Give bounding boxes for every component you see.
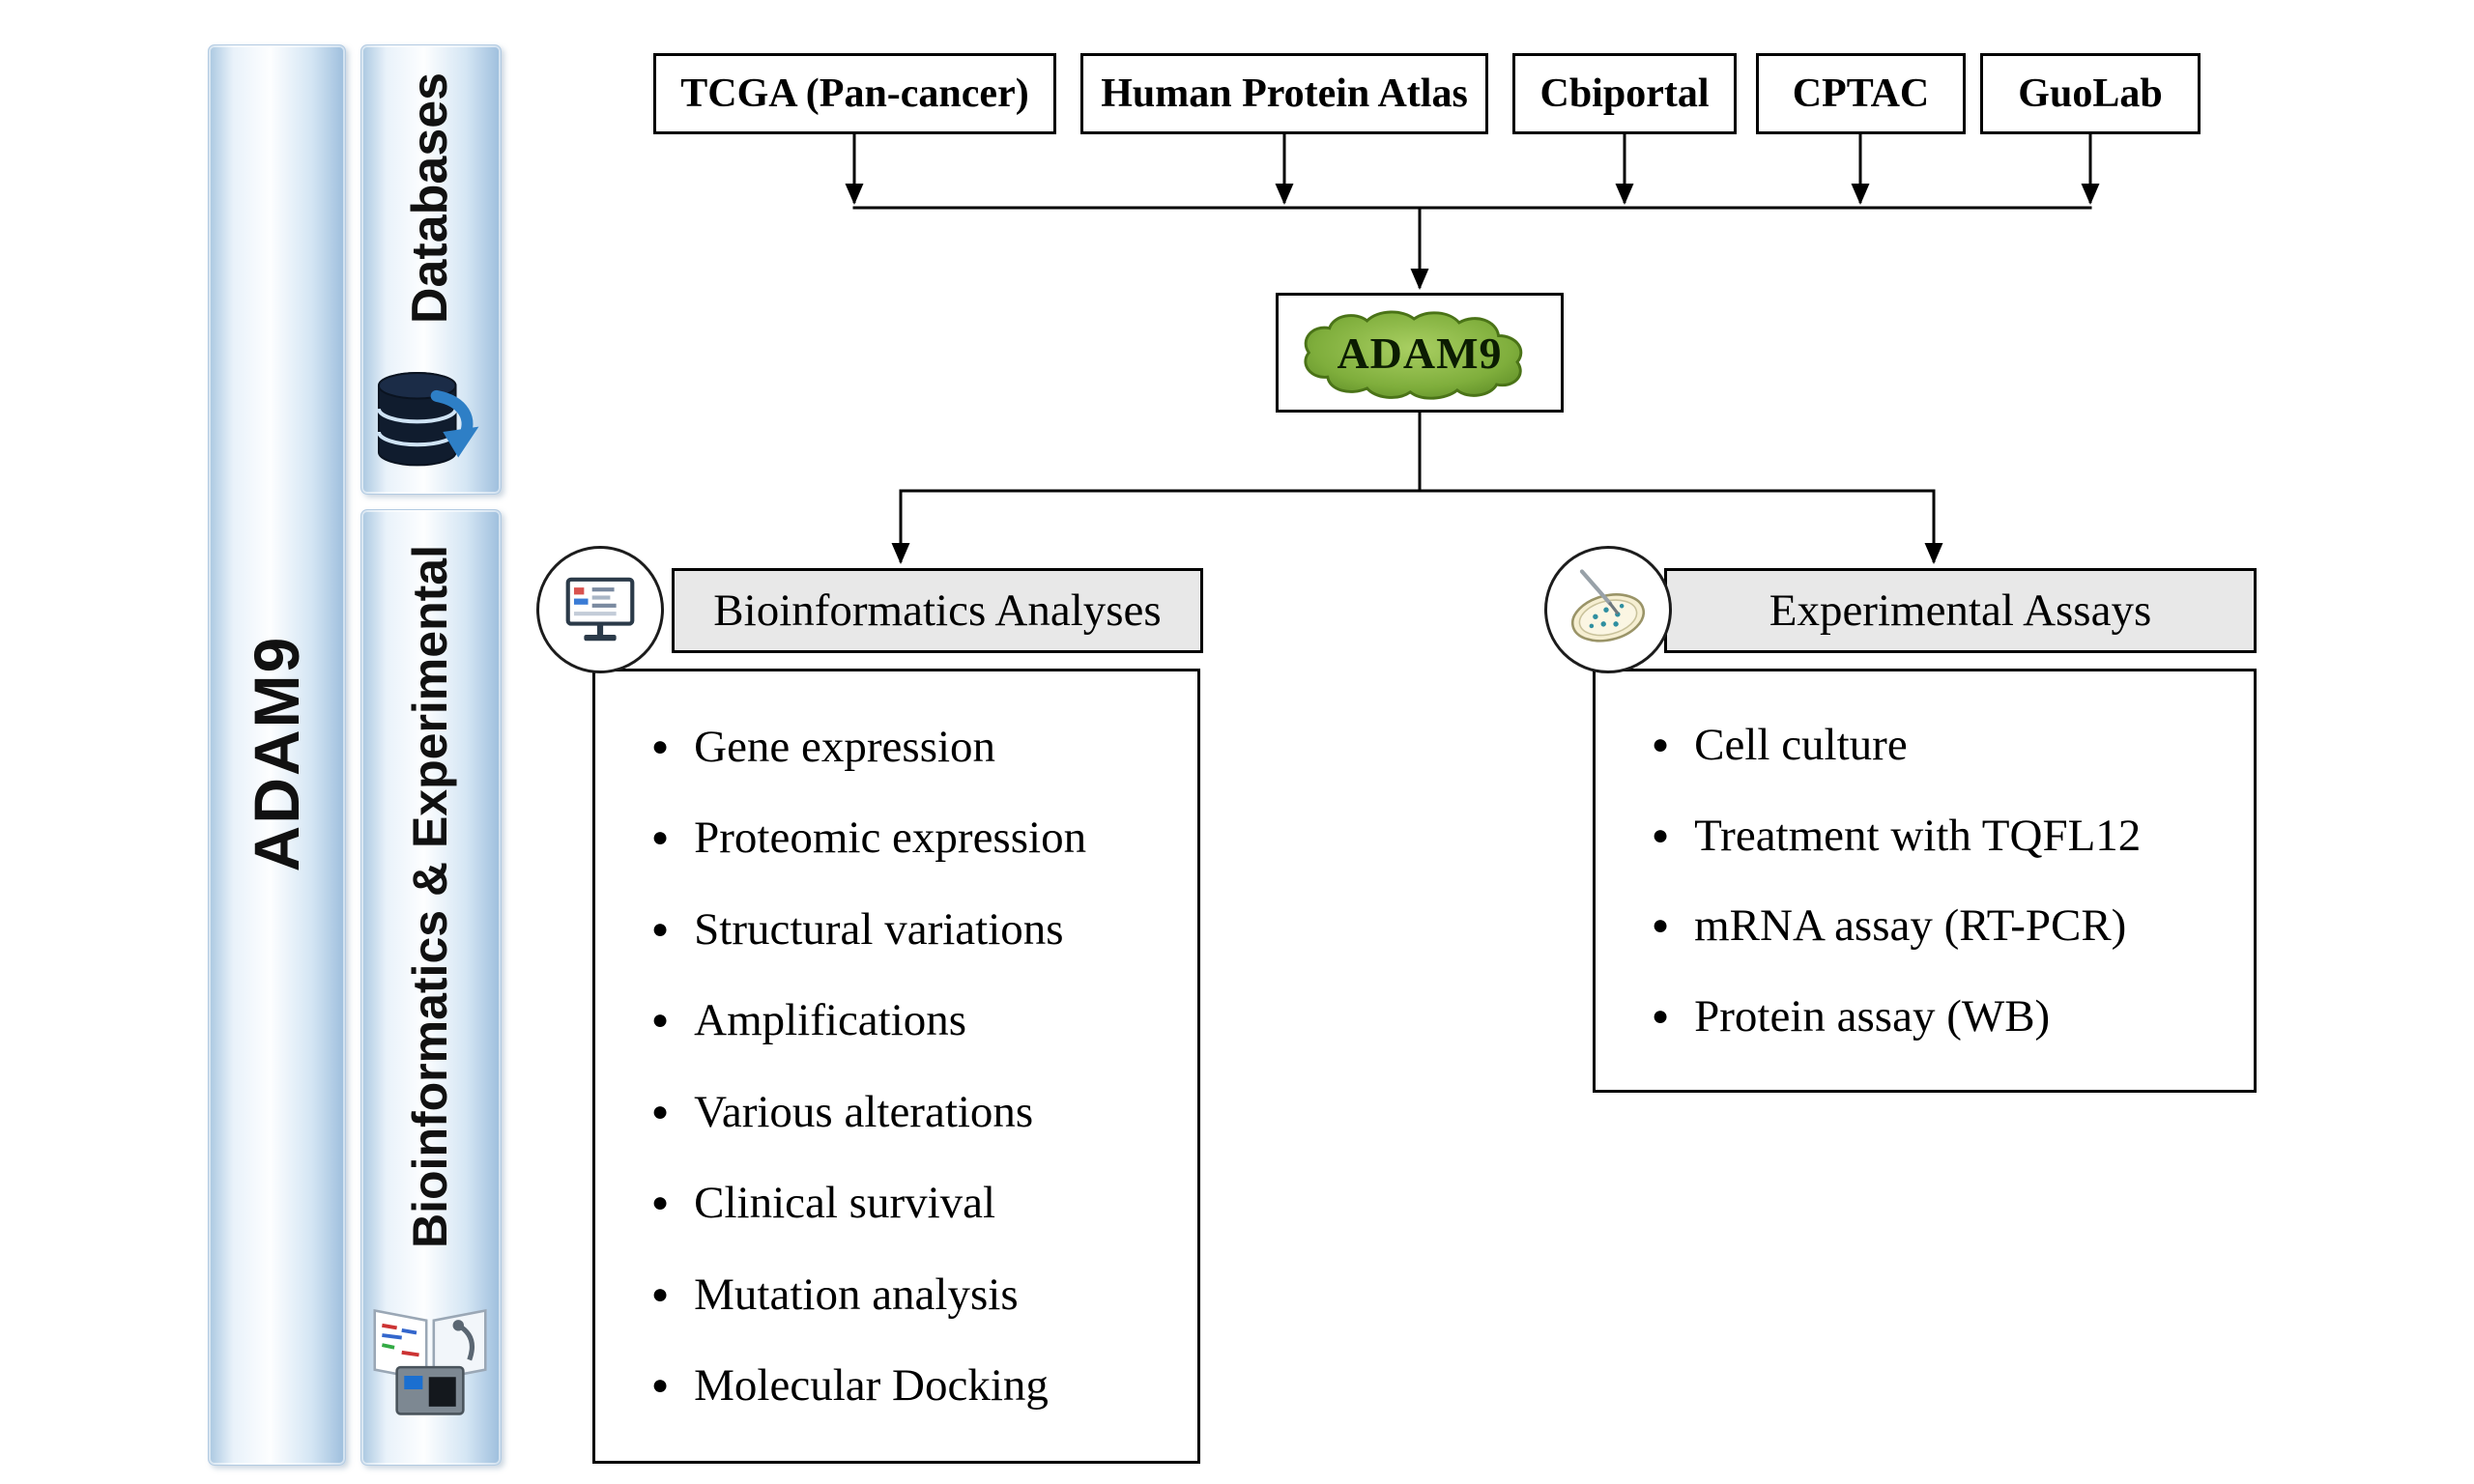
list-item: ● Amplifications xyxy=(651,994,1178,1046)
source-box-tcga: TCGA (Pan-cancer) xyxy=(653,53,1056,134)
databases-bar-label: Databases xyxy=(402,71,458,325)
list-item-label: Structural variations xyxy=(694,903,1064,955)
source-label: Cbiportal xyxy=(1539,71,1710,116)
list-item-label: Proteomic expression xyxy=(694,813,1087,864)
list-item-label: mRNA assay (RT-PCR) xyxy=(1694,900,2127,952)
bullet-icon: ● xyxy=(651,1095,670,1127)
list-item: ● Clinical survival xyxy=(651,1177,1178,1229)
list-item: ● Gene expression xyxy=(651,721,1178,773)
list-item: ● Molecular Docking xyxy=(651,1359,1178,1412)
list-item: ● mRNA assay (RT-PCR) xyxy=(1652,899,2234,952)
petri-dish-icon xyxy=(1570,569,1646,642)
bioinformatics-experimental-bar xyxy=(360,509,502,1466)
bullet-icon: ● xyxy=(651,1004,670,1037)
list-item-label: Various alterations xyxy=(694,1086,1034,1137)
lab-workstation-icon xyxy=(373,1309,487,1415)
adam9-node: ADAM9 xyxy=(1276,293,1564,413)
source-box-human-protein-atlas: Human Protein Atlas xyxy=(1080,53,1488,134)
source-label: CPTAC xyxy=(1792,71,1930,116)
bullet-icon: ● xyxy=(651,1369,670,1402)
source-box-guolab: GuoLab xyxy=(1980,53,2201,134)
bullet-icon: ● xyxy=(651,1186,670,1219)
experimental-header: Experimental Assays xyxy=(1664,568,2257,653)
list-item-label: Cell culture xyxy=(1694,720,1908,771)
list-item: ● Cell culture xyxy=(1652,719,2234,771)
monitor-analytics-icon xyxy=(565,577,635,642)
list-item-label: Treatment with TQFL12 xyxy=(1694,810,2142,861)
list-item: ● Structural variations xyxy=(651,903,1178,956)
bullet-icon: ● xyxy=(1652,818,1670,851)
list-item: ● Treatment with TQFL12 xyxy=(1652,810,2234,862)
bullet-icon: ● xyxy=(651,821,670,854)
bullet-icon: ● xyxy=(1652,728,1670,761)
bioinformatics-experimental-bar-label: Bioinformatics & Experimental xyxy=(403,545,457,1248)
bioinformatics-header: Bioinformatics Analyses xyxy=(672,568,1203,653)
adam9-bar xyxy=(208,44,346,1466)
database-icon xyxy=(376,371,479,467)
list-item-label: Gene expression xyxy=(694,721,996,772)
list-item-label: Mutation analysis xyxy=(694,1269,1019,1320)
bioinformatics-title: Bioinformatics Analyses xyxy=(713,585,1162,636)
bullet-icon: ● xyxy=(651,1277,670,1310)
source-label: TCGA (Pan-cancer) xyxy=(680,71,1029,116)
experimental-badge xyxy=(1544,546,1672,673)
bullet-icon: ● xyxy=(651,912,670,945)
adam9-node-label: ADAM9 xyxy=(1337,328,1503,378)
list-item: ● Protein assay (WB) xyxy=(1652,990,2234,1042)
source-box-cptac: CPTAC xyxy=(1756,53,1966,134)
bullet-icon: ● xyxy=(651,729,670,762)
source-label: GuoLab xyxy=(2018,71,2163,116)
bullet-icon: ● xyxy=(1652,909,1670,942)
list-item-label: Molecular Docking xyxy=(694,1360,1049,1412)
list-item-label: Clinical survival xyxy=(694,1178,996,1229)
bioinformatics-list: ● Gene expression ● Proteomic expression ●… xyxy=(592,669,1200,1464)
list-item: ● Various alterations xyxy=(651,1086,1178,1138)
adam9-bar-label: ADAM9 xyxy=(241,635,312,872)
list-item-label: Protein assay (WB) xyxy=(1694,990,2051,1042)
source-label: Human Protein Atlas xyxy=(1101,71,1468,116)
source-box-cbiportal: Cbiportal xyxy=(1512,53,1737,134)
list-item: ● Mutation analysis xyxy=(651,1269,1178,1321)
bioinformatics-badge xyxy=(536,546,664,673)
experimental-list: ● Cell culture ● Treatment with TQFL12 ● mR… xyxy=(1593,669,2257,1093)
experimental-title: Experimental Assays xyxy=(1769,585,2152,636)
list-item: ● Proteomic expression xyxy=(651,812,1178,864)
adam9-blob-icon xyxy=(1304,310,1523,400)
bullet-icon: ● xyxy=(1652,999,1670,1032)
list-item-label: Amplifications xyxy=(694,995,967,1046)
